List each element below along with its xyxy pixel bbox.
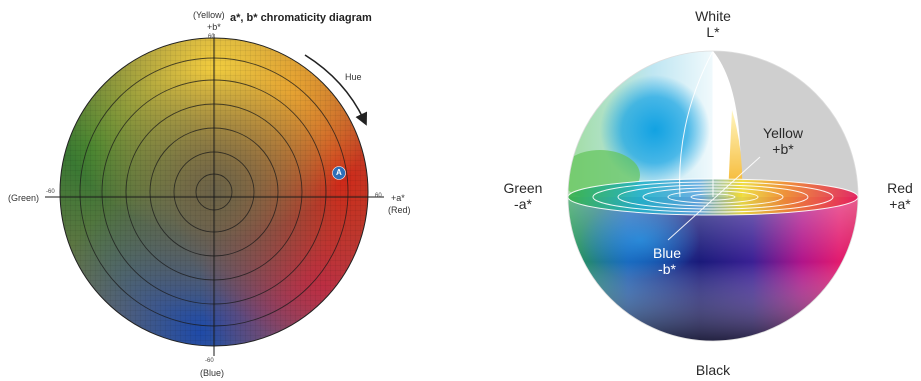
plus-a-text: +a* [889,196,911,212]
plus-b-axis-label: +b* [207,22,221,32]
chromaticity-diagram [45,34,384,356]
blue-label: Blue -b* [647,245,687,277]
white-label: White L* [688,8,738,40]
yellow-axis-label: (Yellow) [193,10,225,20]
axes [45,34,384,356]
blue-axis-label: (Blue) [200,368,225,378]
red-text: Red [887,180,913,196]
green-text: Green [503,180,543,196]
left-scale-value: -60 [46,189,55,195]
yellow-text: Yellow [763,125,803,141]
marker-a-dot [332,166,346,180]
marker-a-label: A [336,168,342,177]
blue-text: Blue [652,245,682,261]
top-scale-value: 60 [208,34,215,40]
plus-a-axis-label: +a* [391,193,405,203]
black-label: Black [695,362,731,378]
red-label: Red +a* [881,180,919,212]
red-axis-label: (Red) [388,205,411,215]
color-sphere [567,50,859,342]
plus-b-text: +b* [772,141,794,157]
right-scale-value: 60 [375,193,382,199]
hue-arrow [304,54,368,126]
green-label: Green -a* [497,180,549,212]
diagram-title: a*, b* chromaticity diagram [230,12,372,24]
l-star-text: L* [706,24,720,40]
hue-label: Hue [345,72,362,82]
white-text: White [695,8,731,24]
minus-a-text: -a* [514,196,532,212]
minus-b-text: -b* [658,261,676,277]
yellow-label: Yellow +b* [752,125,814,157]
green-axis-label: (Green) [8,193,40,203]
bottom-scale-value: -60 [205,358,214,364]
